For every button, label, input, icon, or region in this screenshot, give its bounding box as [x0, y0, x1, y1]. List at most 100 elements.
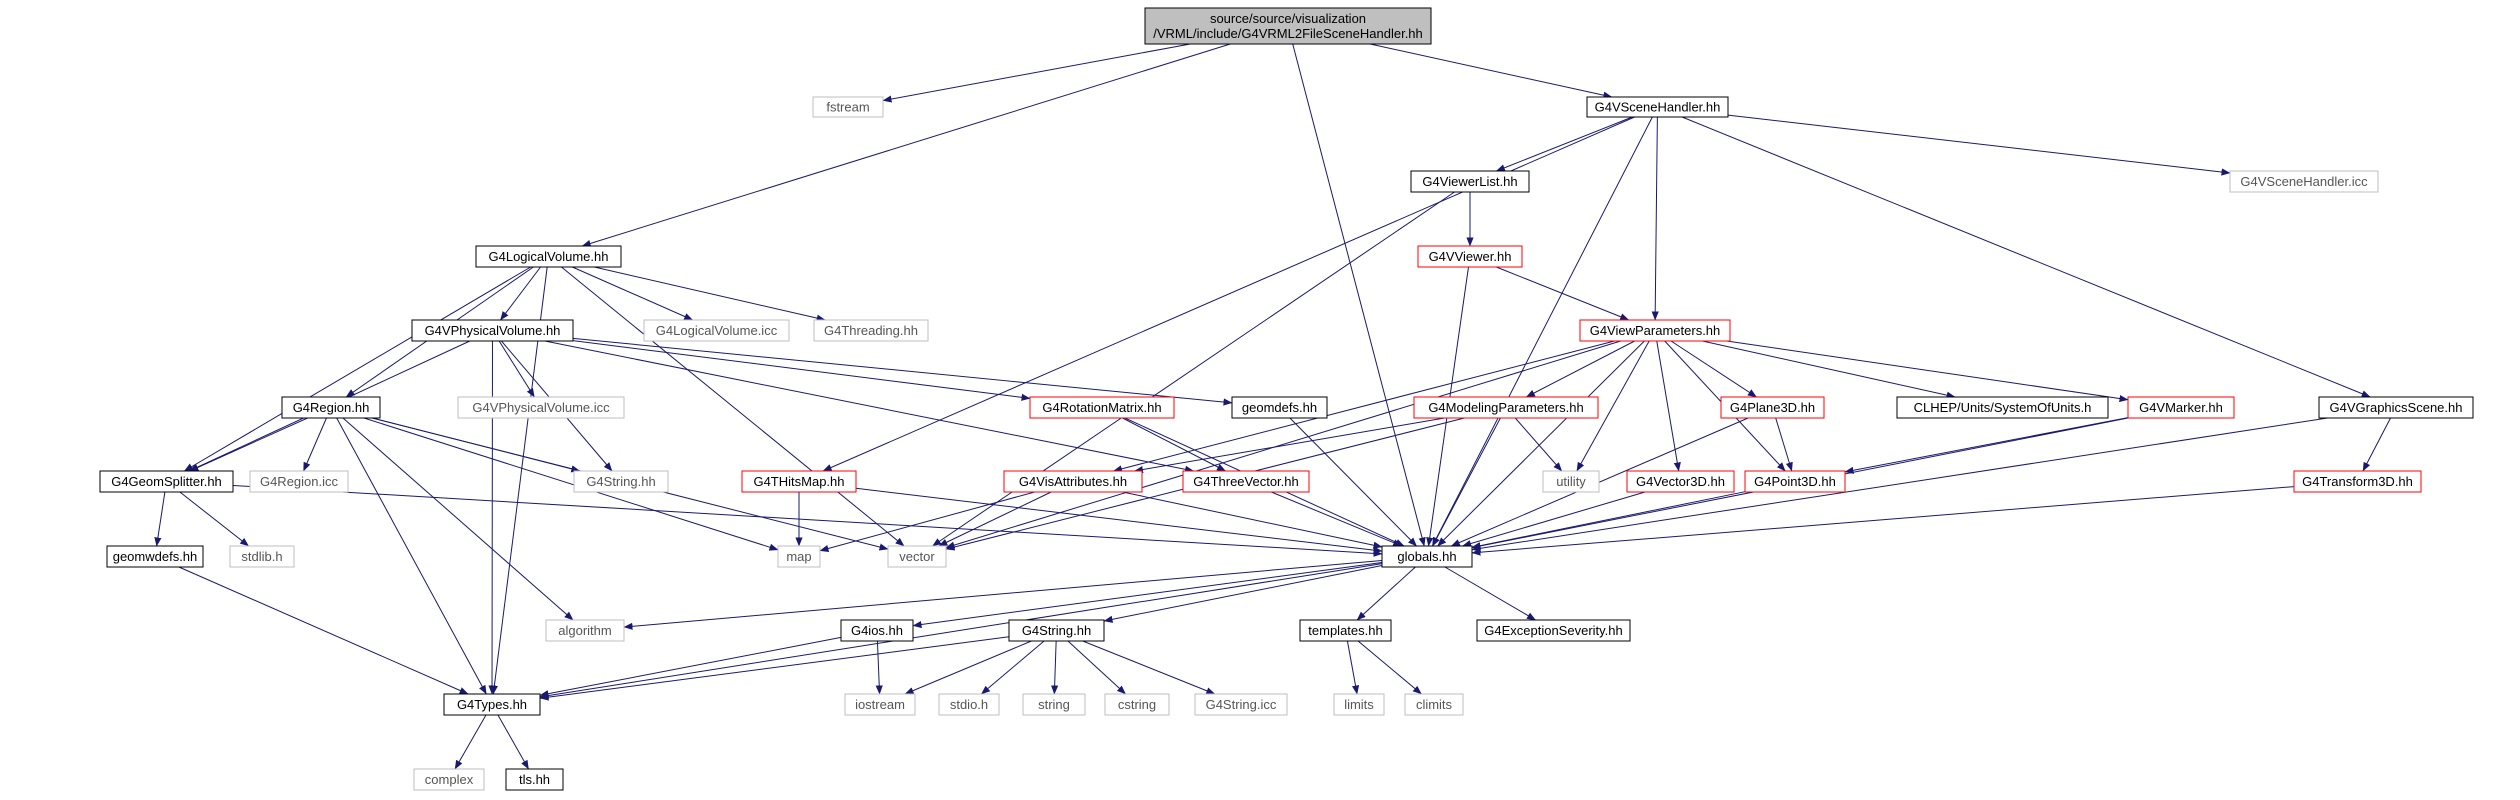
node-g4ios[interactable]: G4ios.hh — [840, 619, 914, 642]
node-g4threading[interactable]: G4Threading.hh — [813, 319, 929, 342]
node-g4vphysicalvolume-icc[interactable]: G4VPhysicalVolume.icc — [457, 396, 625, 419]
edge-g4vphysicalvolume-to-g4rotationmatrix — [572, 340, 1031, 401]
node-vector[interactable]: vector — [887, 545, 947, 568]
node-label: cstring — [1118, 697, 1156, 712]
node-fstream[interactable]: fstream — [812, 96, 884, 118]
node-utility[interactable]: utility — [1542, 470, 1600, 493]
node-g4threevector[interactable]: G4ThreeVector.hh — [1182, 470, 1310, 493]
edge-globals-to-g4types — [539, 563, 1383, 700]
node-g4string[interactable]: G4String.hh — [1008, 619, 1105, 642]
node-globals[interactable]: globals.hh — [1381, 545, 1473, 568]
node-label: fstream — [826, 100, 869, 115]
node-tls[interactable]: tls.hh — [505, 768, 564, 791]
node-stdlib[interactable]: stdlib.h — [229, 545, 295, 568]
edge-g4modelingparameters-to-utility — [1514, 417, 1563, 472]
edge-g4visattributes-to-globals — [1122, 491, 1383, 549]
node-g4string-icc[interactable]: G4String.icc — [1194, 693, 1288, 716]
node-box — [1333, 693, 1385, 716]
node-g4thitsmap[interactable]: G4THitsMap.hh — [741, 470, 857, 493]
node-label: G4VSceneHandler.icc — [2240, 174, 2368, 189]
node-label: G4VSceneHandler.hh — [1595, 100, 1721, 115]
node-algorithm[interactable]: algorithm — [545, 619, 625, 642]
edge-g4logicalvolume-to-g4threading — [594, 266, 826, 322]
node-g4vscenehandler[interactable]: G4VSceneHandler.hh — [1586, 96, 1729, 118]
node-g4logicalvolume-icc[interactable]: G4LogicalVolume.icc — [643, 319, 790, 342]
node-label: G4ThreeVector.hh — [1193, 474, 1299, 489]
node-box — [1182, 470, 1310, 493]
node-box — [99, 470, 234, 493]
node-box — [1626, 470, 1735, 493]
edge-g4geomsplitter-to-stdlib — [179, 491, 249, 547]
edge-g4string-to-string — [1051, 640, 1059, 695]
node-complex[interactable]: complex — [413, 768, 485, 791]
node-g4modelingparameters[interactable]: G4ModelingParameters.hh — [1413, 396, 1599, 419]
node-g4point3d[interactable]: G4Point3D.hh — [1744, 470, 1846, 493]
node-g4transform3d[interactable]: G4Transform3D.hh — [2293, 470, 2422, 493]
node-label: CLHEP/Units/SystemOfUnits.h — [1914, 400, 2092, 415]
node-g4region[interactable]: G4Region.hh — [281, 396, 381, 419]
node-g4types[interactable]: G4Types.hh — [443, 693, 541, 716]
node-g4vmarker[interactable]: G4VMarker.hh — [2127, 396, 2235, 419]
node-label: G4VPhysicalVolume.hh — [425, 323, 561, 338]
node-box — [2318, 396, 2474, 419]
edge-g4transform3d-to-globals — [1471, 486, 2295, 556]
node-g4vviewer[interactable]: G4VViewer.hh — [1417, 245, 1523, 268]
node-g4vgraphicsscene[interactable]: G4VGraphicsScene.hh — [2318, 396, 2474, 419]
edge-g4logicalvolume-to-vector — [561, 266, 905, 547]
node-box — [573, 470, 669, 493]
node-climits[interactable]: climits — [1404, 693, 1464, 716]
edge-g4vscenehandler-to-g4viewparameters — [1651, 116, 1659, 321]
node-limits[interactable]: limits — [1333, 693, 1385, 716]
node-box — [1299, 619, 1392, 642]
node-g4plane3d[interactable]: G4Plane3D.hh — [1720, 396, 1825, 419]
node-geomdefs[interactable]: geomdefs.hh — [1231, 396, 1328, 419]
node-label: G4String.hh — [1022, 623, 1091, 638]
node-g4region-icc[interactable]: G4Region.icc — [249, 470, 349, 493]
node-systemofunits[interactable]: CLHEP/Units/SystemOfUnits.h — [1896, 396, 2109, 419]
edge-g4logicalvolume-to-g4vphysicalvolume — [500, 266, 541, 321]
edge-g4geomsplitter-to-globals — [232, 484, 1383, 557]
edge-root-to-globals — [1292, 43, 1426, 547]
node-geomwdefs[interactable]: geomwdefs.hh — [106, 545, 204, 568]
node-box — [1029, 396, 1175, 419]
node-stdio[interactable]: stdio.h — [938, 693, 1000, 716]
node-g4logicalvolume[interactable]: G4LogicalVolume.hh — [475, 245, 622, 268]
node-label: G4String.icc — [1206, 697, 1277, 712]
edge-g4viewparameters-to-g4vmarker — [1726, 340, 2129, 403]
node-g4viewerlist[interactable]: G4ViewerList.hh — [1410, 170, 1530, 193]
node-map[interactable]: map — [777, 545, 821, 568]
edge-g4vscenehandler-to-globals — [1431, 116, 1653, 547]
edge-g4types-to-complex — [454, 714, 487, 770]
edge-g4visattributes-to-vector — [938, 491, 1052, 547]
node-g4vector3d[interactable]: G4Vector3D.hh — [1626, 470, 1735, 493]
node-label: iostream — [855, 697, 905, 712]
node-g4vscenehandler-icc[interactable]: G4VSceneHandler.icc — [2229, 170, 2379, 193]
edge-g4plane3d-to-g4point3d — [1775, 417, 1793, 472]
node-label: G4VViewer.hh — [1429, 249, 1512, 264]
node-string[interactable]: string — [1022, 693, 1086, 716]
edge-g4ios-to-g4types — [539, 636, 842, 698]
node-g4viewparameters[interactable]: G4ViewParameters.hh — [1579, 319, 1731, 342]
node-g4visattributes[interactable]: G4VisAttributes.hh — [1003, 470, 1143, 493]
node-label: G4VMarker.hh — [2139, 400, 2223, 415]
node-g4rotationmatrix[interactable]: G4RotationMatrix.hh — [1029, 396, 1175, 419]
node-label: vector — [899, 549, 935, 564]
node-label: G4VGraphicsScene.hh — [2330, 400, 2463, 415]
node-box — [413, 768, 485, 791]
node-label: globals.hh — [1397, 549, 1456, 564]
node-g4exceptionseverity[interactable]: G4ExceptionSeverity.hh — [1476, 619, 1631, 642]
node-root[interactable]: source/source/visualization/VRML/include… — [1144, 7, 1432, 45]
node-box — [1542, 470, 1600, 493]
node-label: templates.hh — [1308, 623, 1382, 638]
edge-templates-to-limits — [1346, 640, 1360, 695]
node-templates[interactable]: templates.hh — [1299, 619, 1392, 642]
node-box — [1231, 396, 1328, 419]
node-g4string-hh-ext[interactable]: G4String.hh — [573, 470, 669, 493]
node-cstring[interactable]: cstring — [1104, 693, 1170, 716]
node-g4geomsplitter[interactable]: G4GeomSplitter.hh — [99, 470, 234, 493]
node-g4vphysicalvolume[interactable]: G4VPhysicalVolume.hh — [411, 319, 574, 342]
node-iostream[interactable]: iostream — [844, 693, 916, 716]
node-box — [840, 619, 914, 642]
node-label: G4VPhysicalVolume.icc — [472, 400, 610, 415]
edge-g4vphysicalvolume-to-g4vphysicalvolume_icc — [498, 340, 535, 398]
